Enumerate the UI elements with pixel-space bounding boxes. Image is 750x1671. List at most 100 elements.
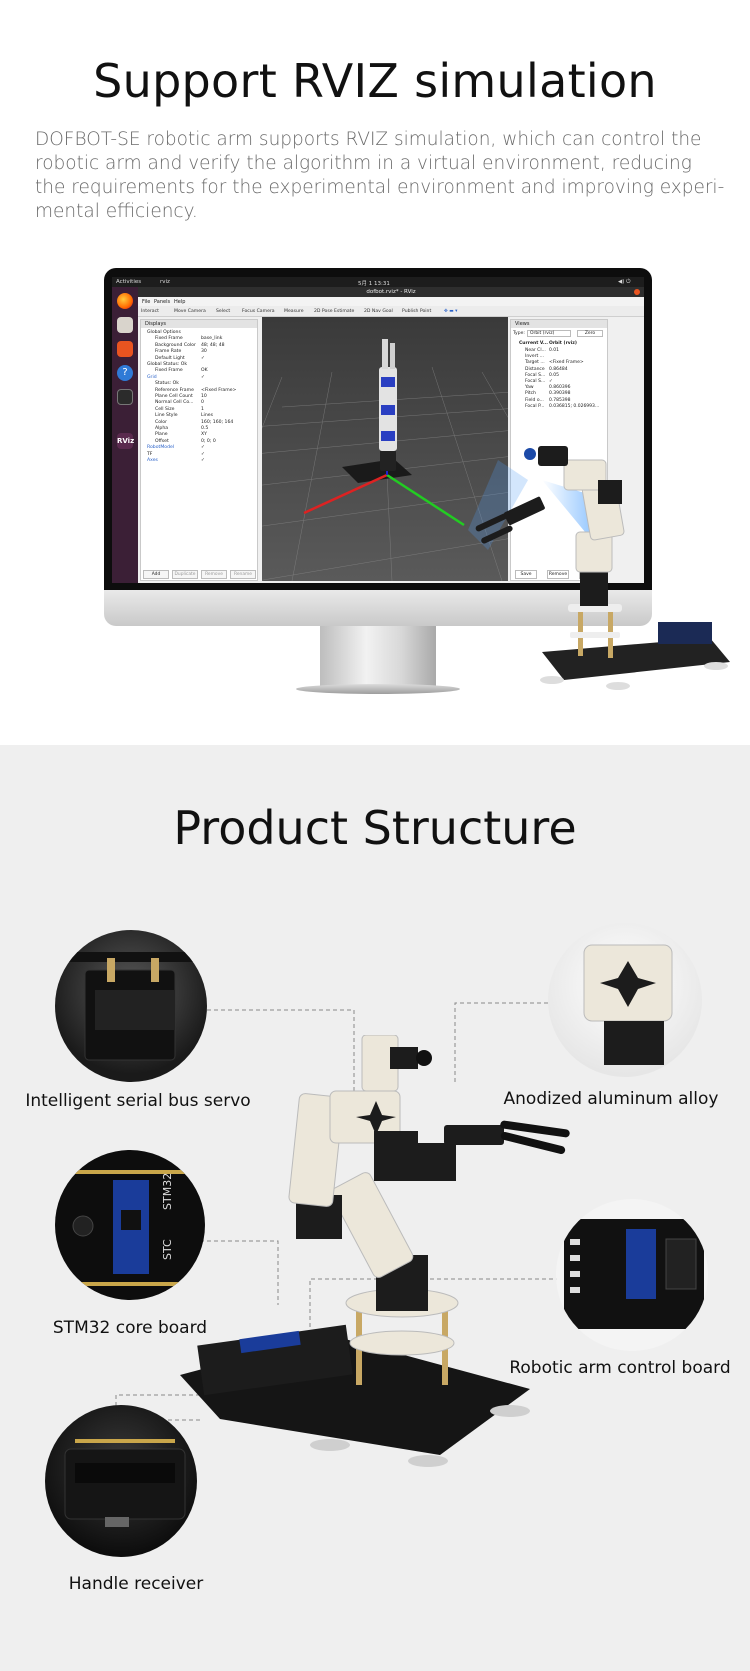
display-row-name[interactable]: Fixed Frame bbox=[155, 368, 183, 374]
display-row-name[interactable]: Offset bbox=[155, 438, 169, 444]
rviz-toolbar: Interact Move Camera Select Focus Camera… bbox=[138, 306, 644, 317]
display-row-value: 1 bbox=[201, 406, 204, 412]
tool-move-camera[interactable]: Move Camera bbox=[174, 309, 206, 314]
display-row-name[interactable]: Reference Frame bbox=[155, 387, 194, 393]
stm32-illustration: STM32 STC bbox=[65, 1170, 195, 1286]
rviz-app-icon[interactable]: RViz bbox=[117, 433, 134, 449]
window-titlebar: dofbot.rviz* - RViz bbox=[138, 287, 644, 297]
view-row-value: 0.390398 bbox=[549, 391, 571, 397]
display-row-value: 0.5 bbox=[201, 426, 209, 431]
product-structure-title: Product Structure bbox=[173, 801, 577, 855]
view-row-value: 0.860396 bbox=[549, 385, 571, 391]
rviz-screen: Activities rviz 5月 1 13:31 ◀) ⏻ ? RViz d… bbox=[112, 277, 644, 583]
display-row-name[interactable]: Fixed Frame bbox=[155, 336, 183, 342]
system-tray-icon[interactable]: ◀) ⏻ bbox=[618, 278, 631, 285]
display-row-name[interactable]: Grid bbox=[147, 374, 157, 380]
duplicate-button[interactable]: Duplicate bbox=[172, 570, 198, 579]
rename-button[interactable]: Rename bbox=[230, 570, 256, 579]
display-row-name[interactable]: RobotModel bbox=[147, 445, 175, 451]
tool-measure[interactable]: Measure bbox=[284, 309, 304, 314]
display-row-name[interactable]: Color bbox=[155, 419, 167, 425]
label-aluminum: Anodized aluminum alloy bbox=[503, 1089, 719, 1109]
display-row-name[interactable]: Frame Rate bbox=[155, 349, 182, 355]
view-row-value: 0.01 bbox=[549, 348, 560, 353]
views-header: Views bbox=[511, 320, 607, 328]
display-row-value: ✓ bbox=[201, 445, 205, 451]
display-row-name[interactable]: Global Status: Ok bbox=[147, 362, 188, 367]
display-row-value: 160; 160; 164 bbox=[201, 419, 234, 425]
tool-select[interactable]: Select bbox=[216, 309, 231, 314]
views-zero-button[interactable]: Zero bbox=[577, 330, 603, 337]
tool-2d-nav-goal[interactable]: 2D Nav Goal bbox=[364, 309, 393, 314]
tool-focus-camera[interactable]: Focus Camera bbox=[242, 309, 275, 314]
files-icon[interactable] bbox=[117, 317, 133, 333]
display-row-value: base_link bbox=[201, 336, 223, 342]
display-row-name[interactable]: Default Light bbox=[155, 355, 185, 361]
view-row-name: Yaw bbox=[525, 385, 534, 391]
svg-text:STM32: STM32 bbox=[161, 1173, 174, 1210]
software-icon[interactable] bbox=[117, 341, 133, 357]
tool-publish-point[interactable]: Publish Point bbox=[402, 309, 432, 314]
close-icon[interactable] bbox=[634, 289, 640, 295]
product-robotic-arm-illustration bbox=[180, 1034, 570, 1467]
views-save-button[interactable]: Save bbox=[515, 570, 537, 579]
ubuntu-topbar: Activities rviz 5月 1 13:31 ◀) ⏻ bbox=[112, 277, 644, 287]
rviz-section-title: Support RVIZ simulation bbox=[93, 54, 657, 108]
display-row-value: Lines bbox=[201, 413, 213, 419]
add-button[interactable]: Add bbox=[143, 570, 169, 579]
terminal-icon[interactable] bbox=[117, 389, 133, 405]
menu-bar: File Panels Help bbox=[138, 297, 644, 306]
views-type-label: Type: bbox=[513, 331, 525, 336]
views-current-label: Current V... bbox=[519, 341, 548, 346]
view-row-name: Focal S... bbox=[525, 372, 546, 378]
label-servo: Intelligent serial bus servo bbox=[25, 1091, 251, 1111]
display-row-name[interactable]: Plane bbox=[155, 432, 168, 438]
views-current-value: Orbit (rviz) bbox=[549, 341, 577, 346]
view-row-value: 0.05 bbox=[549, 372, 560, 378]
servo-photo bbox=[55, 930, 207, 1082]
view-row-value: 0.86484 bbox=[549, 366, 568, 372]
view-row-value: <Fixed Frame> bbox=[549, 360, 584, 366]
view-row-name: Near Cl... bbox=[525, 348, 546, 353]
control-board-photo bbox=[556, 1199, 708, 1351]
stm32-photo: STM32 STC bbox=[55, 1150, 205, 1300]
view-row-name: Focal S... bbox=[525, 379, 546, 384]
menu-file[interactable]: File bbox=[142, 298, 151, 305]
menu-panels[interactable]: Panels bbox=[154, 298, 171, 305]
app-menu-label[interactable]: rviz bbox=[160, 278, 170, 285]
view-row-value: 0.036815; 0.026993... bbox=[549, 403, 600, 409]
display-row-name[interactable]: TF bbox=[147, 451, 153, 457]
tool-2d-pose-estimate[interactable]: 2D Pose Estimate bbox=[314, 309, 355, 314]
display-row-name[interactable]: Axes bbox=[147, 458, 158, 463]
display-row-name[interactable]: Line Style bbox=[155, 413, 178, 419]
tool-interact[interactable]: Interact bbox=[141, 309, 159, 314]
servo-illustration bbox=[65, 952, 205, 1061]
window-title: dofbot.rviz* - RViz bbox=[366, 289, 416, 295]
control-board-illustration bbox=[564, 1219, 704, 1329]
display-row-name[interactable]: Background Color bbox=[155, 342, 196, 348]
label-stm32: STM32 core board bbox=[52, 1318, 208, 1338]
view-row-name: Invert ... bbox=[525, 354, 544, 360]
display-row-value: ✓ bbox=[201, 374, 205, 380]
menu-help[interactable]: Help bbox=[174, 298, 186, 305]
display-row-name[interactable]: Status: Ok bbox=[155, 381, 179, 387]
display-row-name[interactable]: Normal Cell Co... bbox=[155, 400, 194, 406]
activities-label[interactable]: Activities bbox=[116, 278, 142, 285]
display-row-value: ✓ bbox=[201, 458, 205, 463]
views-remove-button[interactable]: Remove bbox=[547, 570, 569, 579]
display-row-name[interactable]: Alpha bbox=[155, 426, 169, 431]
rviz-section-description: DOFBOT-SE robotic arm supports RVIZ simu… bbox=[35, 129, 725, 222]
help-icon[interactable]: ? bbox=[117, 365, 133, 381]
display-row-value: 0; 0; 0 bbox=[201, 438, 216, 444]
3d-viewport[interactable] bbox=[262, 317, 508, 581]
tool-extra-icons[interactable]: ✥ ▬ ▾ bbox=[444, 309, 458, 314]
display-row-value: ✓ bbox=[201, 451, 205, 457]
display-row-name[interactable]: Global Options bbox=[147, 330, 181, 335]
display-row-value: 48; 48; 48 bbox=[201, 342, 225, 348]
display-row-name[interactable]: Cell Size bbox=[155, 406, 175, 412]
views-type-select[interactable]: Orbit (rviz) bbox=[527, 330, 571, 337]
remove-button[interactable]: Remove bbox=[201, 570, 227, 579]
display-row-name[interactable]: Plane Cell Count bbox=[155, 394, 193, 399]
product-structure-section: Product Structure Intelligent serial bus… bbox=[0, 745, 750, 1671]
firefox-icon[interactable] bbox=[117, 293, 133, 309]
